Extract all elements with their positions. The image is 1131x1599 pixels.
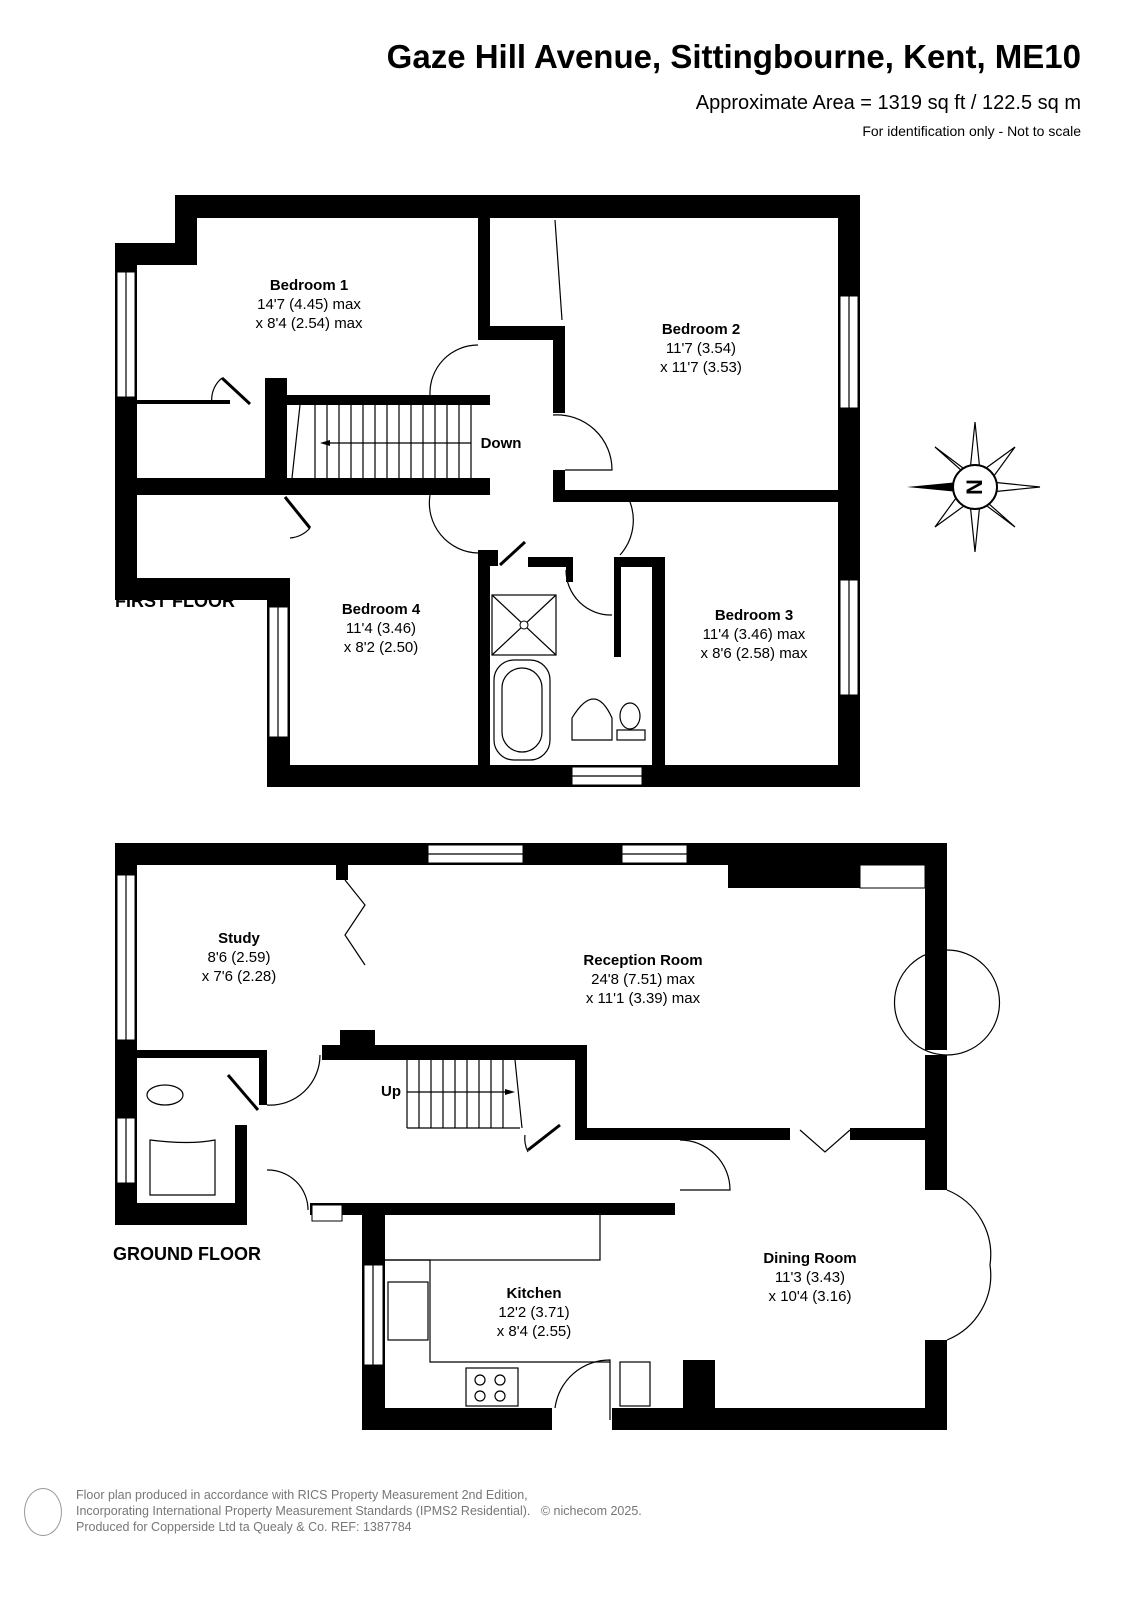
bathroom-fixtures: [491, 594, 646, 761]
shower-tray: [491, 594, 557, 656]
room-name-kitchen: Kitchen: [506, 1285, 561, 1302]
room-dim-reception: x 11'1 (3.39) max: [586, 990, 701, 1007]
copyright: © nichecom 2025.: [540, 1504, 642, 1518]
room-name-bedroom-1: Bedroom 1: [270, 277, 348, 294]
first-floor-doors: [211, 219, 634, 616]
ground-floor-walls: [115, 843, 947, 1430]
shower-tray: [149, 1139, 216, 1196]
room-name-bedroom-2: Bedroom 2: [662, 321, 740, 338]
property-title: Gaze Hill Avenue, Sittingbourne, Kent, M…: [386, 38, 1081, 75]
first-floor-label: FIRST FLOOR: [115, 591, 235, 611]
approximate-area: Approximate Area = 1319 sq ft / 122.5 sq…: [695, 92, 1081, 114]
stairs-up-label: Up: [381, 1083, 401, 1100]
stairs-down-label: Down: [481, 435, 522, 452]
toilet: [619, 702, 641, 730]
room-dim-bedroom-1: 14'7 (4.45) max: [257, 296, 361, 313]
person-scale-icon: [24, 1488, 62, 1536]
compass-north-label: N: [962, 479, 987, 495]
first-floor-plan: Bedroom 1 14'7 (4.45) max x 8'4 (2.54) m…: [115, 195, 860, 787]
room-dim-study: x 7'6 (2.28): [202, 968, 277, 985]
room-dim-bedroom-1: x 8'4 (2.54) max: [255, 315, 363, 332]
room-dim-bedroom-4: x 8'2 (2.50): [344, 639, 419, 656]
ground-floor-label: GROUND FLOOR: [113, 1244, 261, 1264]
footer-line-1: Floor plan produced in accordance with R…: [76, 1488, 528, 1502]
ground-floor-doors: [226, 879, 1001, 1420]
footer-line-3: Produced for Copperside Ltd ta Quealy & …: [76, 1520, 412, 1534]
first-floor-walls: [115, 195, 860, 787]
room-dim-kitchen: x 8'4 (2.55): [497, 1323, 572, 1340]
room-dim-study: 8'6 (2.59): [208, 949, 271, 966]
room-name-dining: Dining Room: [763, 1250, 856, 1267]
room-dim-dining: x 10'4 (3.16): [769, 1288, 852, 1305]
room-dim-bedroom-2: x 11'7 (3.53): [660, 359, 742, 376]
bathtub: [493, 659, 551, 761]
ground-floor-stairs: [406, 1059, 523, 1129]
room-name-bedroom-4: Bedroom 4: [342, 601, 421, 618]
room-dim-bedroom-3: x 8'6 (2.58) max: [700, 645, 808, 662]
basin: [571, 698, 613, 741]
room-dim-dining: 11'3 (3.43): [775, 1269, 845, 1286]
room-dim-reception: 24'8 (7.51) max: [591, 971, 695, 988]
toilet: [146, 1084, 184, 1106]
ground-floor-windows: [116, 844, 926, 1366]
room-name-bedroom-3: Bedroom 3: [715, 607, 793, 624]
first-floor-windows: [116, 271, 859, 786]
compass-icon: N: [907, 421, 1041, 553]
footer-line-2-text: Incorporating International Property Mea…: [76, 1504, 531, 1518]
footer-line-2: Incorporating International Property Mea…: [76, 1503, 642, 1519]
ground-floor-plan: Study 8'6 (2.59) x 7'6 (2.28) Reception …: [113, 843, 1001, 1430]
room-dim-bedroom-3: 11'4 (3.46) max: [703, 626, 806, 643]
first-floor-stairs: [291, 404, 472, 479]
wc-fixtures: [146, 1084, 216, 1196]
room-dim-kitchen: 12'2 (3.71): [498, 1304, 569, 1321]
room-name-study: Study: [218, 930, 260, 947]
room-dim-bedroom-4: 11'4 (3.46): [346, 620, 416, 637]
kitchen-sink: [387, 1281, 429, 1341]
room-dim-bedroom-2: 11'7 (3.54): [666, 340, 736, 357]
kitchen-fittings: [385, 1215, 651, 1407]
footer: Floor plan produced in accordance with R…: [76, 1487, 642, 1535]
hob-icon: [465, 1367, 519, 1407]
room-name-reception: Reception Room: [583, 952, 702, 969]
scale-note: For identification only - Not to scale: [862, 123, 1081, 139]
